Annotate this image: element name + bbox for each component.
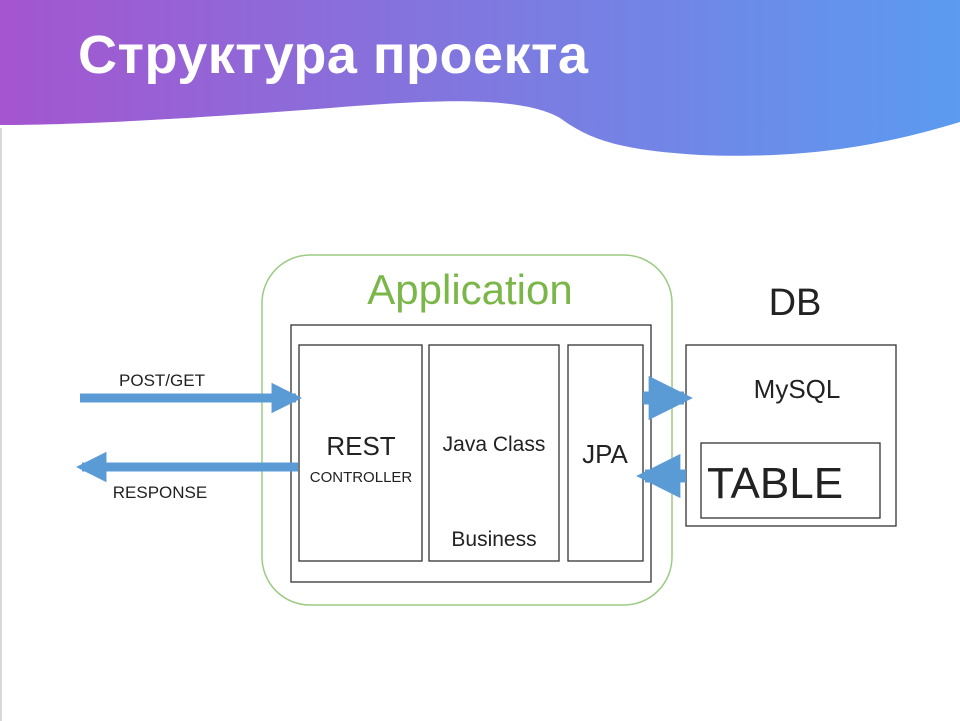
header-banner xyxy=(0,0,960,156)
response-label: RESPONSE xyxy=(113,483,207,502)
java-class-title: Java Class xyxy=(443,433,546,456)
rest-title: REST xyxy=(326,431,395,461)
application-label: Application xyxy=(367,266,572,313)
jpa-title: JPA xyxy=(582,439,628,469)
slide-title: Структура проекта xyxy=(78,25,589,85)
request-label: POST/GET xyxy=(119,371,205,390)
rest-subtitle: CONTROLLER xyxy=(310,469,413,486)
slide-left-border xyxy=(0,128,2,721)
mysql-label: MySQL xyxy=(754,374,841,404)
jpa-box xyxy=(567,344,644,562)
rest-controller-box xyxy=(298,344,423,562)
java-class-subtitle: Business xyxy=(451,528,536,551)
java-class-box xyxy=(428,344,560,562)
table-label: TABLE xyxy=(707,459,843,508)
application-container xyxy=(261,254,673,606)
table-box xyxy=(700,442,881,519)
db-label: DB xyxy=(769,282,822,324)
